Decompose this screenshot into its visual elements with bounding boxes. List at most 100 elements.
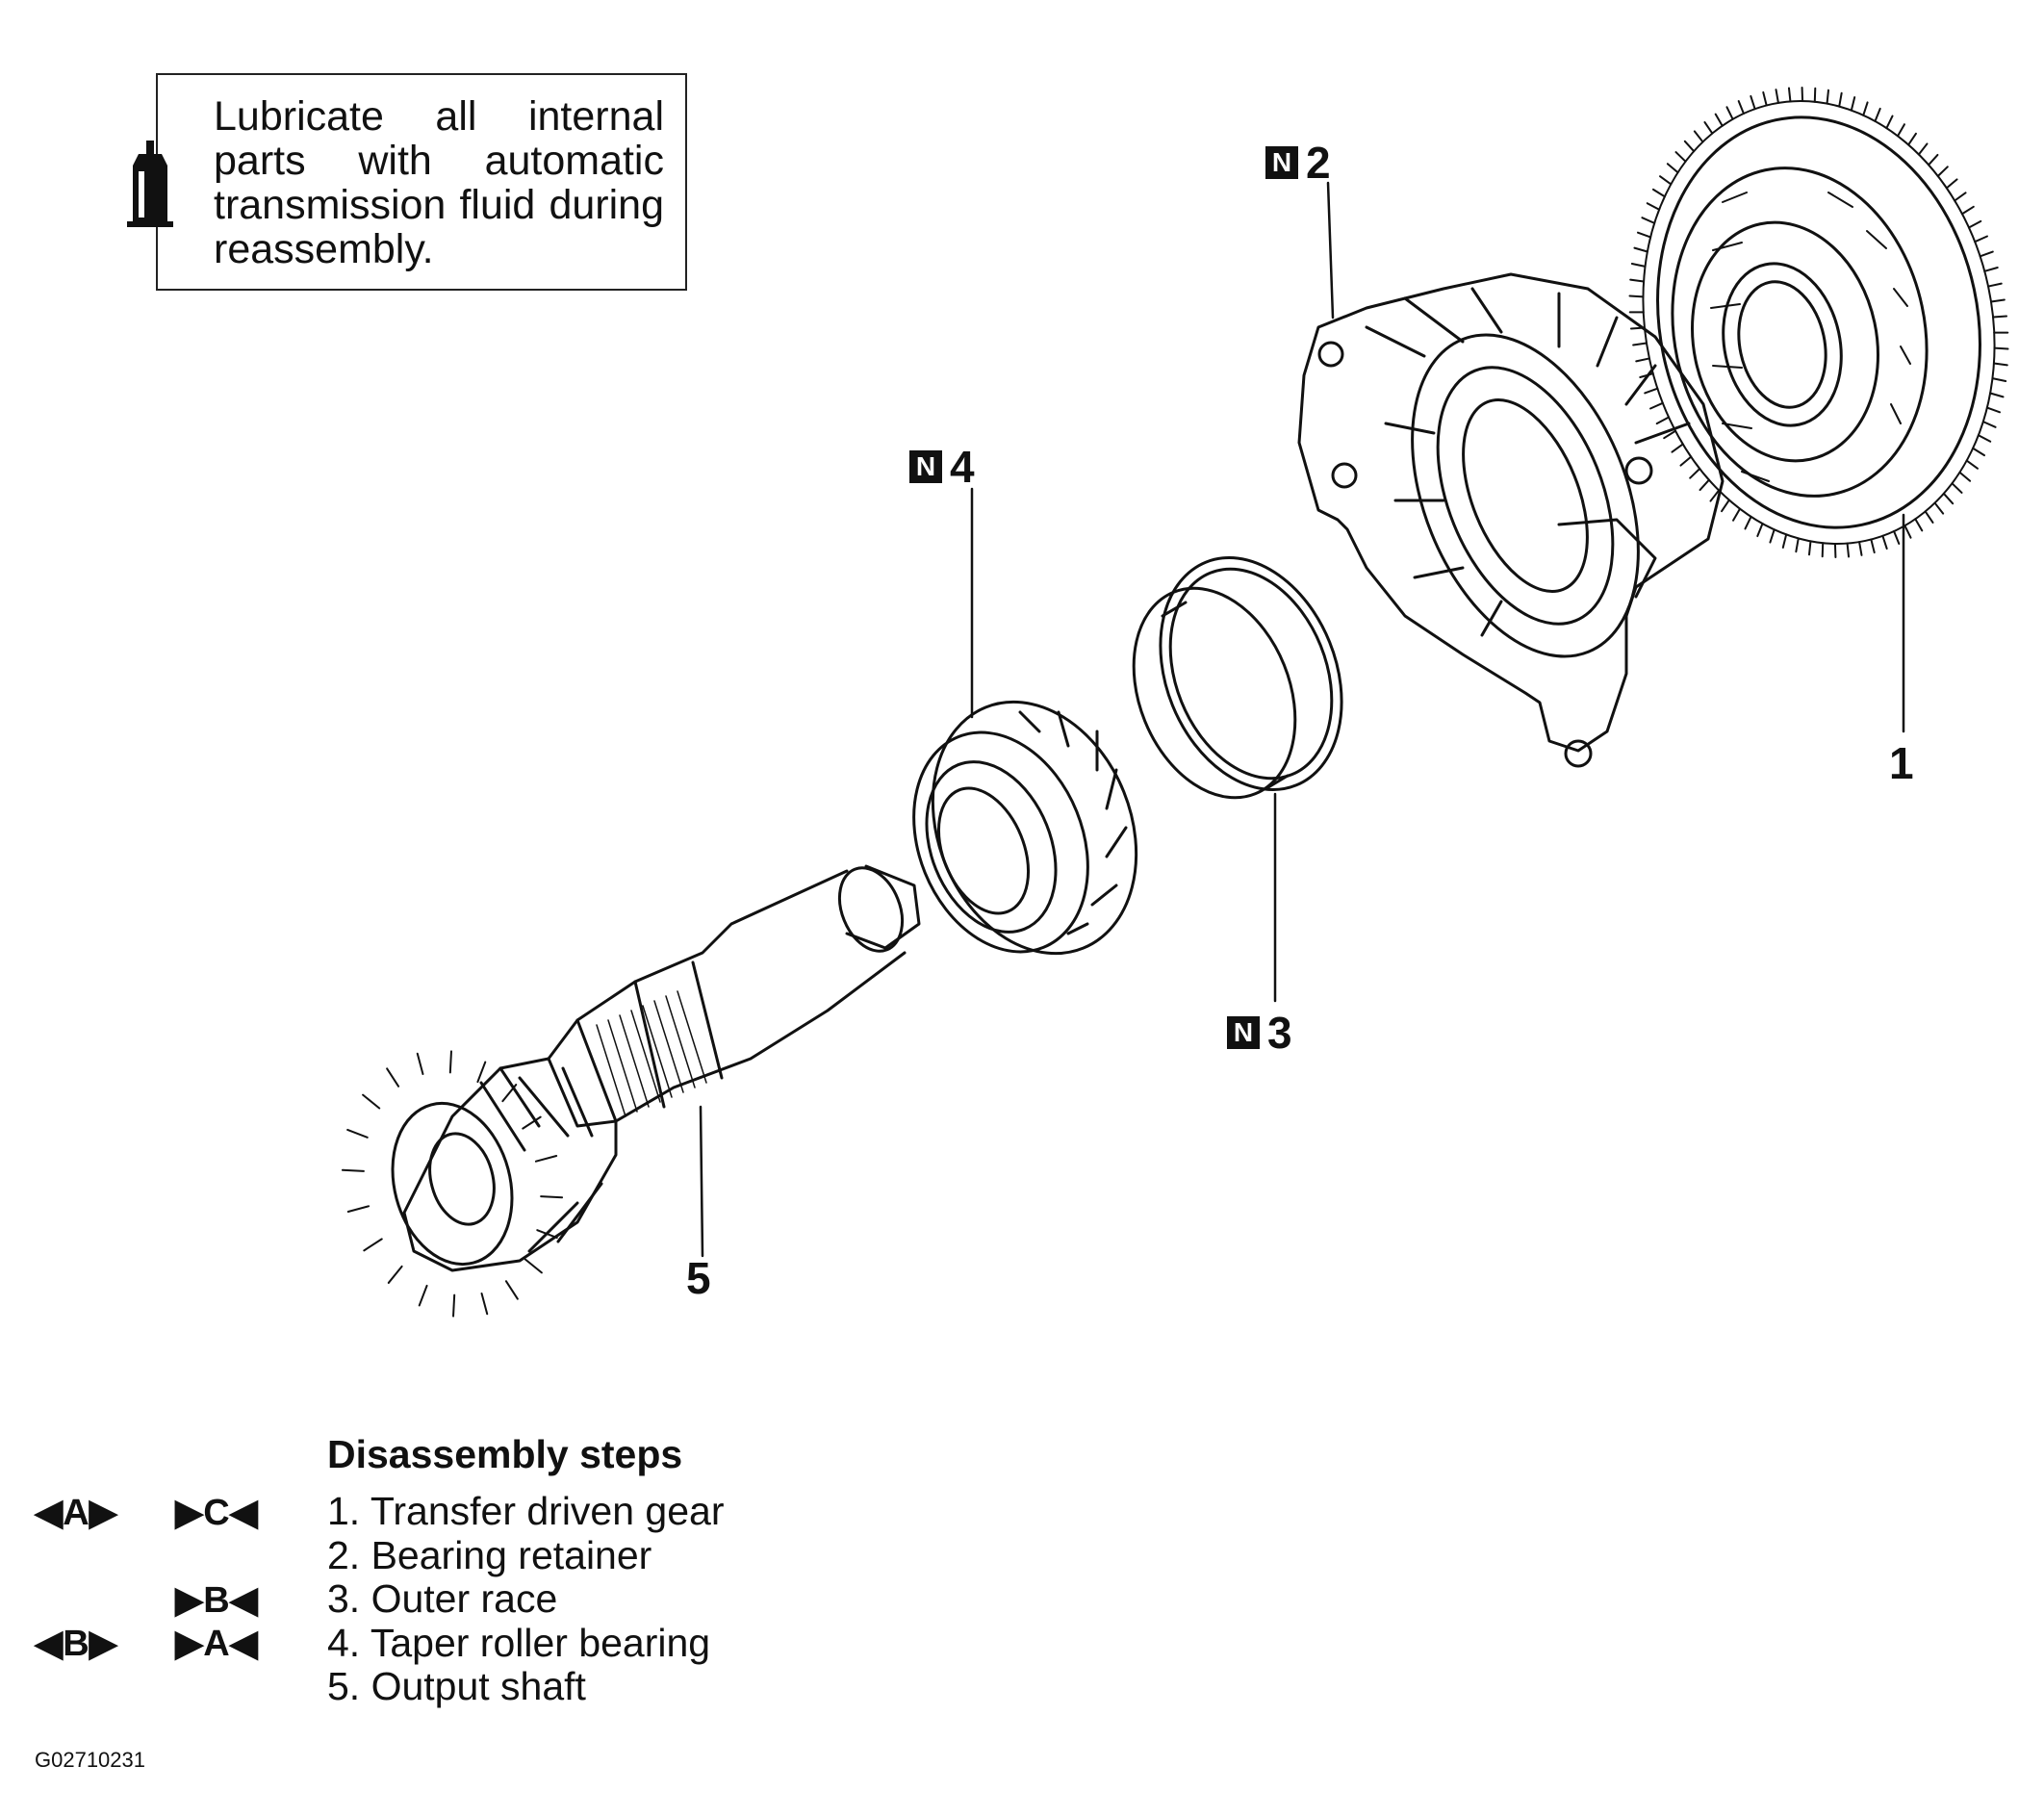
- new-part-badge: N: [1265, 146, 1298, 179]
- gear-tooth: [1979, 250, 1994, 258]
- gear-tooth: [1985, 406, 2002, 414]
- gear-tooth: [1951, 482, 1963, 494]
- steps-list: 1. Transfer driven gear 2. Bearing retai…: [327, 1489, 725, 1709]
- gear-tooth: [1689, 467, 1701, 479]
- gear-tooth: [1632, 342, 1648, 346]
- gear-tooth: [1850, 96, 1856, 112]
- gear-tooth: [504, 1280, 519, 1300]
- step-item: 3. Outer race: [327, 1576, 558, 1621]
- gear-tooth: [1808, 540, 1812, 556]
- figure-id: G02710231: [35, 1748, 145, 1772]
- callout-4: N 4: [909, 445, 975, 489]
- gear-tooth: [1693, 130, 1704, 143]
- gear-tooth: [1917, 142, 1929, 156]
- gear-tooth: [1699, 478, 1710, 492]
- gear-tooth: [1958, 471, 1972, 482]
- gear-tooth: [341, 1168, 365, 1172]
- callout-5: 5: [686, 1253, 711, 1303]
- steps-title: Disassembly steps: [327, 1432, 683, 1476]
- gear-tooth: [1974, 235, 1988, 243]
- gear-tooth: [540, 1195, 564, 1199]
- gear-tooth: [363, 1238, 383, 1252]
- step-item: 5. Output shaft: [327, 1664, 586, 1708]
- gear-tooth: [1663, 429, 1677, 440]
- gear-tooth: [362, 1093, 381, 1110]
- gear-tooth: [452, 1293, 456, 1318]
- gear-tooth: [1630, 262, 1647, 268]
- gear-tooth: [1862, 101, 1869, 116]
- gear-tooth: [1967, 219, 1982, 229]
- gear-tooth: [1965, 459, 1979, 470]
- gear-tooth: [1972, 447, 1986, 457]
- bearing-retainer: [1297, 272, 1725, 768]
- gear-tooth: [1641, 217, 1656, 224]
- gear-tooth: [1987, 282, 2003, 288]
- step-item: 1. Transfer driven gear: [327, 1489, 725, 1533]
- gear-tooth: [1954, 192, 1967, 202]
- gear-tooth: [501, 1084, 518, 1103]
- gear-tooth: [1651, 188, 1666, 198]
- gear-tooth: [1885, 115, 1894, 130]
- gear-tooth: [1709, 489, 1721, 502]
- step-item: 2. Bearing retainer: [327, 1532, 652, 1577]
- transfer-driven-gear: [1642, 100, 1996, 545]
- leader-lines: [699, 181, 1905, 1258]
- gear-tooth: [386, 1067, 400, 1088]
- gear-tooth: [1846, 542, 1851, 558]
- gear-tooth: [1683, 140, 1696, 153]
- gear-tooth: [522, 1115, 542, 1130]
- gear-tooth: [1960, 205, 1975, 216]
- gear-tooth: [1989, 392, 2005, 398]
- gear-tooth: [1933, 501, 1945, 515]
- gear-tooth: [480, 1292, 489, 1316]
- gear-tooth: [1635, 357, 1650, 363]
- gear-tooth: [1992, 315, 2008, 319]
- gear-tooth: [1896, 123, 1905, 138]
- gear-tooth: [1762, 90, 1768, 107]
- gear-tooth: [1649, 401, 1664, 410]
- gear-tooth: [1858, 541, 1863, 556]
- gear-tooth: [1655, 416, 1671, 425]
- gear-tooth: [1903, 525, 1912, 539]
- gear-tooth: [1644, 387, 1659, 395]
- service-mark: ▶B◀: [175, 1580, 258, 1621]
- outer-race: [1132, 556, 1343, 800]
- gear-tooth: [387, 1265, 403, 1284]
- new-part-badge: N: [909, 450, 942, 483]
- gear-tooth: [534, 1155, 558, 1163]
- gear-tooth: [1666, 163, 1679, 174]
- gear-tooth: [1795, 537, 1800, 553]
- gear-tooth: [1721, 499, 1730, 513]
- gear-tooth: [536, 1229, 558, 1240]
- service-mark: ▶A◀: [175, 1624, 258, 1664]
- taper-roller-bearing: [912, 700, 1138, 956]
- callout-1: 1: [1889, 738, 1914, 788]
- gear-tooth: [1977, 434, 1992, 443]
- gear-tooth: [418, 1284, 428, 1307]
- gear-tooth: [1981, 421, 1997, 428]
- gear-tooth: [1636, 231, 1652, 239]
- gear-tooth: [1679, 455, 1693, 467]
- gear-tooth: [1628, 294, 1645, 298]
- gear-tooth: [346, 1128, 369, 1139]
- gear-tooth: [1633, 246, 1648, 253]
- gear-tooth: [1750, 94, 1756, 111]
- gear-tooth: [1775, 89, 1779, 104]
- gear-tooth: [1990, 298, 2006, 303]
- gear-tooth: [1942, 492, 1955, 505]
- gear-tooth: [1737, 100, 1745, 115]
- gear-tooth: [346, 1205, 370, 1213]
- gear-tooth: [1703, 121, 1714, 135]
- gear-tooth: [1671, 443, 1684, 453]
- gear-tooth: [1893, 529, 1901, 545]
- callout-3: N 3: [1227, 1011, 1292, 1055]
- gear-tooth: [1870, 538, 1876, 554]
- step-item: 4. Taper roller bearing: [327, 1620, 711, 1665]
- gear-tooth: [1714, 113, 1724, 127]
- gear-tooth: [1756, 523, 1764, 538]
- gear-tooth: [1914, 518, 1924, 532]
- oil-can-icon: [127, 141, 173, 227]
- gear-tooth: [1991, 377, 2007, 383]
- gear-tooth: [524, 1258, 543, 1274]
- gear-tooth: [448, 1050, 452, 1074]
